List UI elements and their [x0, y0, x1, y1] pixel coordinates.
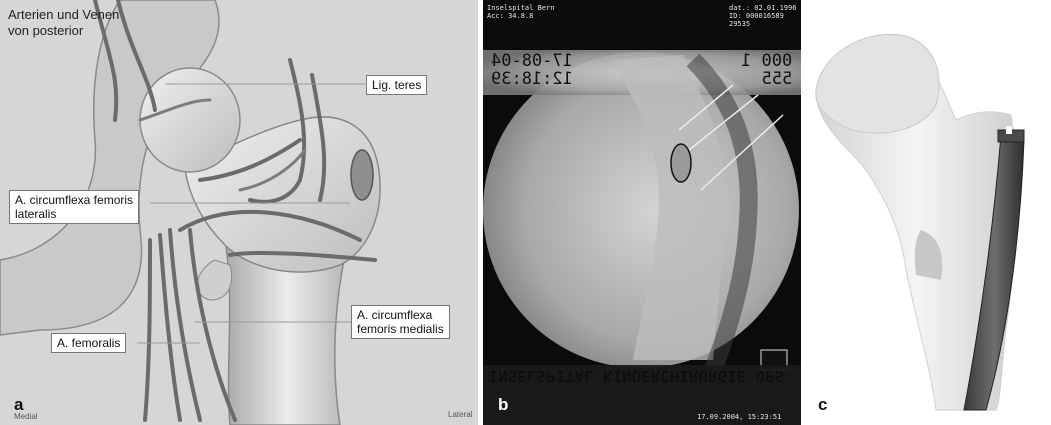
- xray-region-marker: [671, 144, 691, 182]
- bottom-banner: INSELSPITAL KINDERCHIRURGIE OPS: [489, 367, 784, 385]
- femur-implant-render: [806, 0, 1051, 425]
- panel-a-title: Arterien und Venen von posterior: [8, 7, 119, 39]
- label-circumflexa-medialis: A. circumflexa femoris medialis: [351, 305, 450, 339]
- panel-a-anatomy-illustration: Arterien und Venen von posterior Lig. te…: [0, 0, 478, 425]
- label-circumflexa-lateralis: A. circumflexa femoris lateralis: [9, 190, 139, 224]
- mirrored-date-time: 17-08-04 12:18:39: [491, 52, 573, 88]
- panel-b-letter: b: [498, 395, 508, 415]
- panel-c-implant-model: c: [806, 0, 1051, 425]
- bottom-timestamp: 17.09.2004, 15:23:51: [697, 413, 781, 421]
- panel-b-fluoroscopy: Inselspital Bern Acc: 34.8.8 dat.: 02.01…: [483, 0, 801, 425]
- label-femoralis: A. femoralis: [51, 333, 126, 353]
- title-line-1: Arterien und Venen: [8, 7, 119, 23]
- mirrored-counters: 000 1 555: [741, 52, 792, 88]
- panel-c-letter: c: [818, 395, 827, 415]
- orientation-medial: Medial: [14, 412, 38, 421]
- title-line-2: von posterior: [8, 23, 119, 39]
- patient-info-right: dat.: 02.01.1996 ID: 000016589 29535: [729, 4, 796, 28]
- vascular-region-marker: [351, 150, 373, 200]
- orientation-lateral: Lateral: [448, 410, 472, 419]
- patient-info-left: Inselspital Bern Acc: 34.8.8: [487, 4, 554, 20]
- label-lig-teres: Lig. teres: [366, 75, 427, 95]
